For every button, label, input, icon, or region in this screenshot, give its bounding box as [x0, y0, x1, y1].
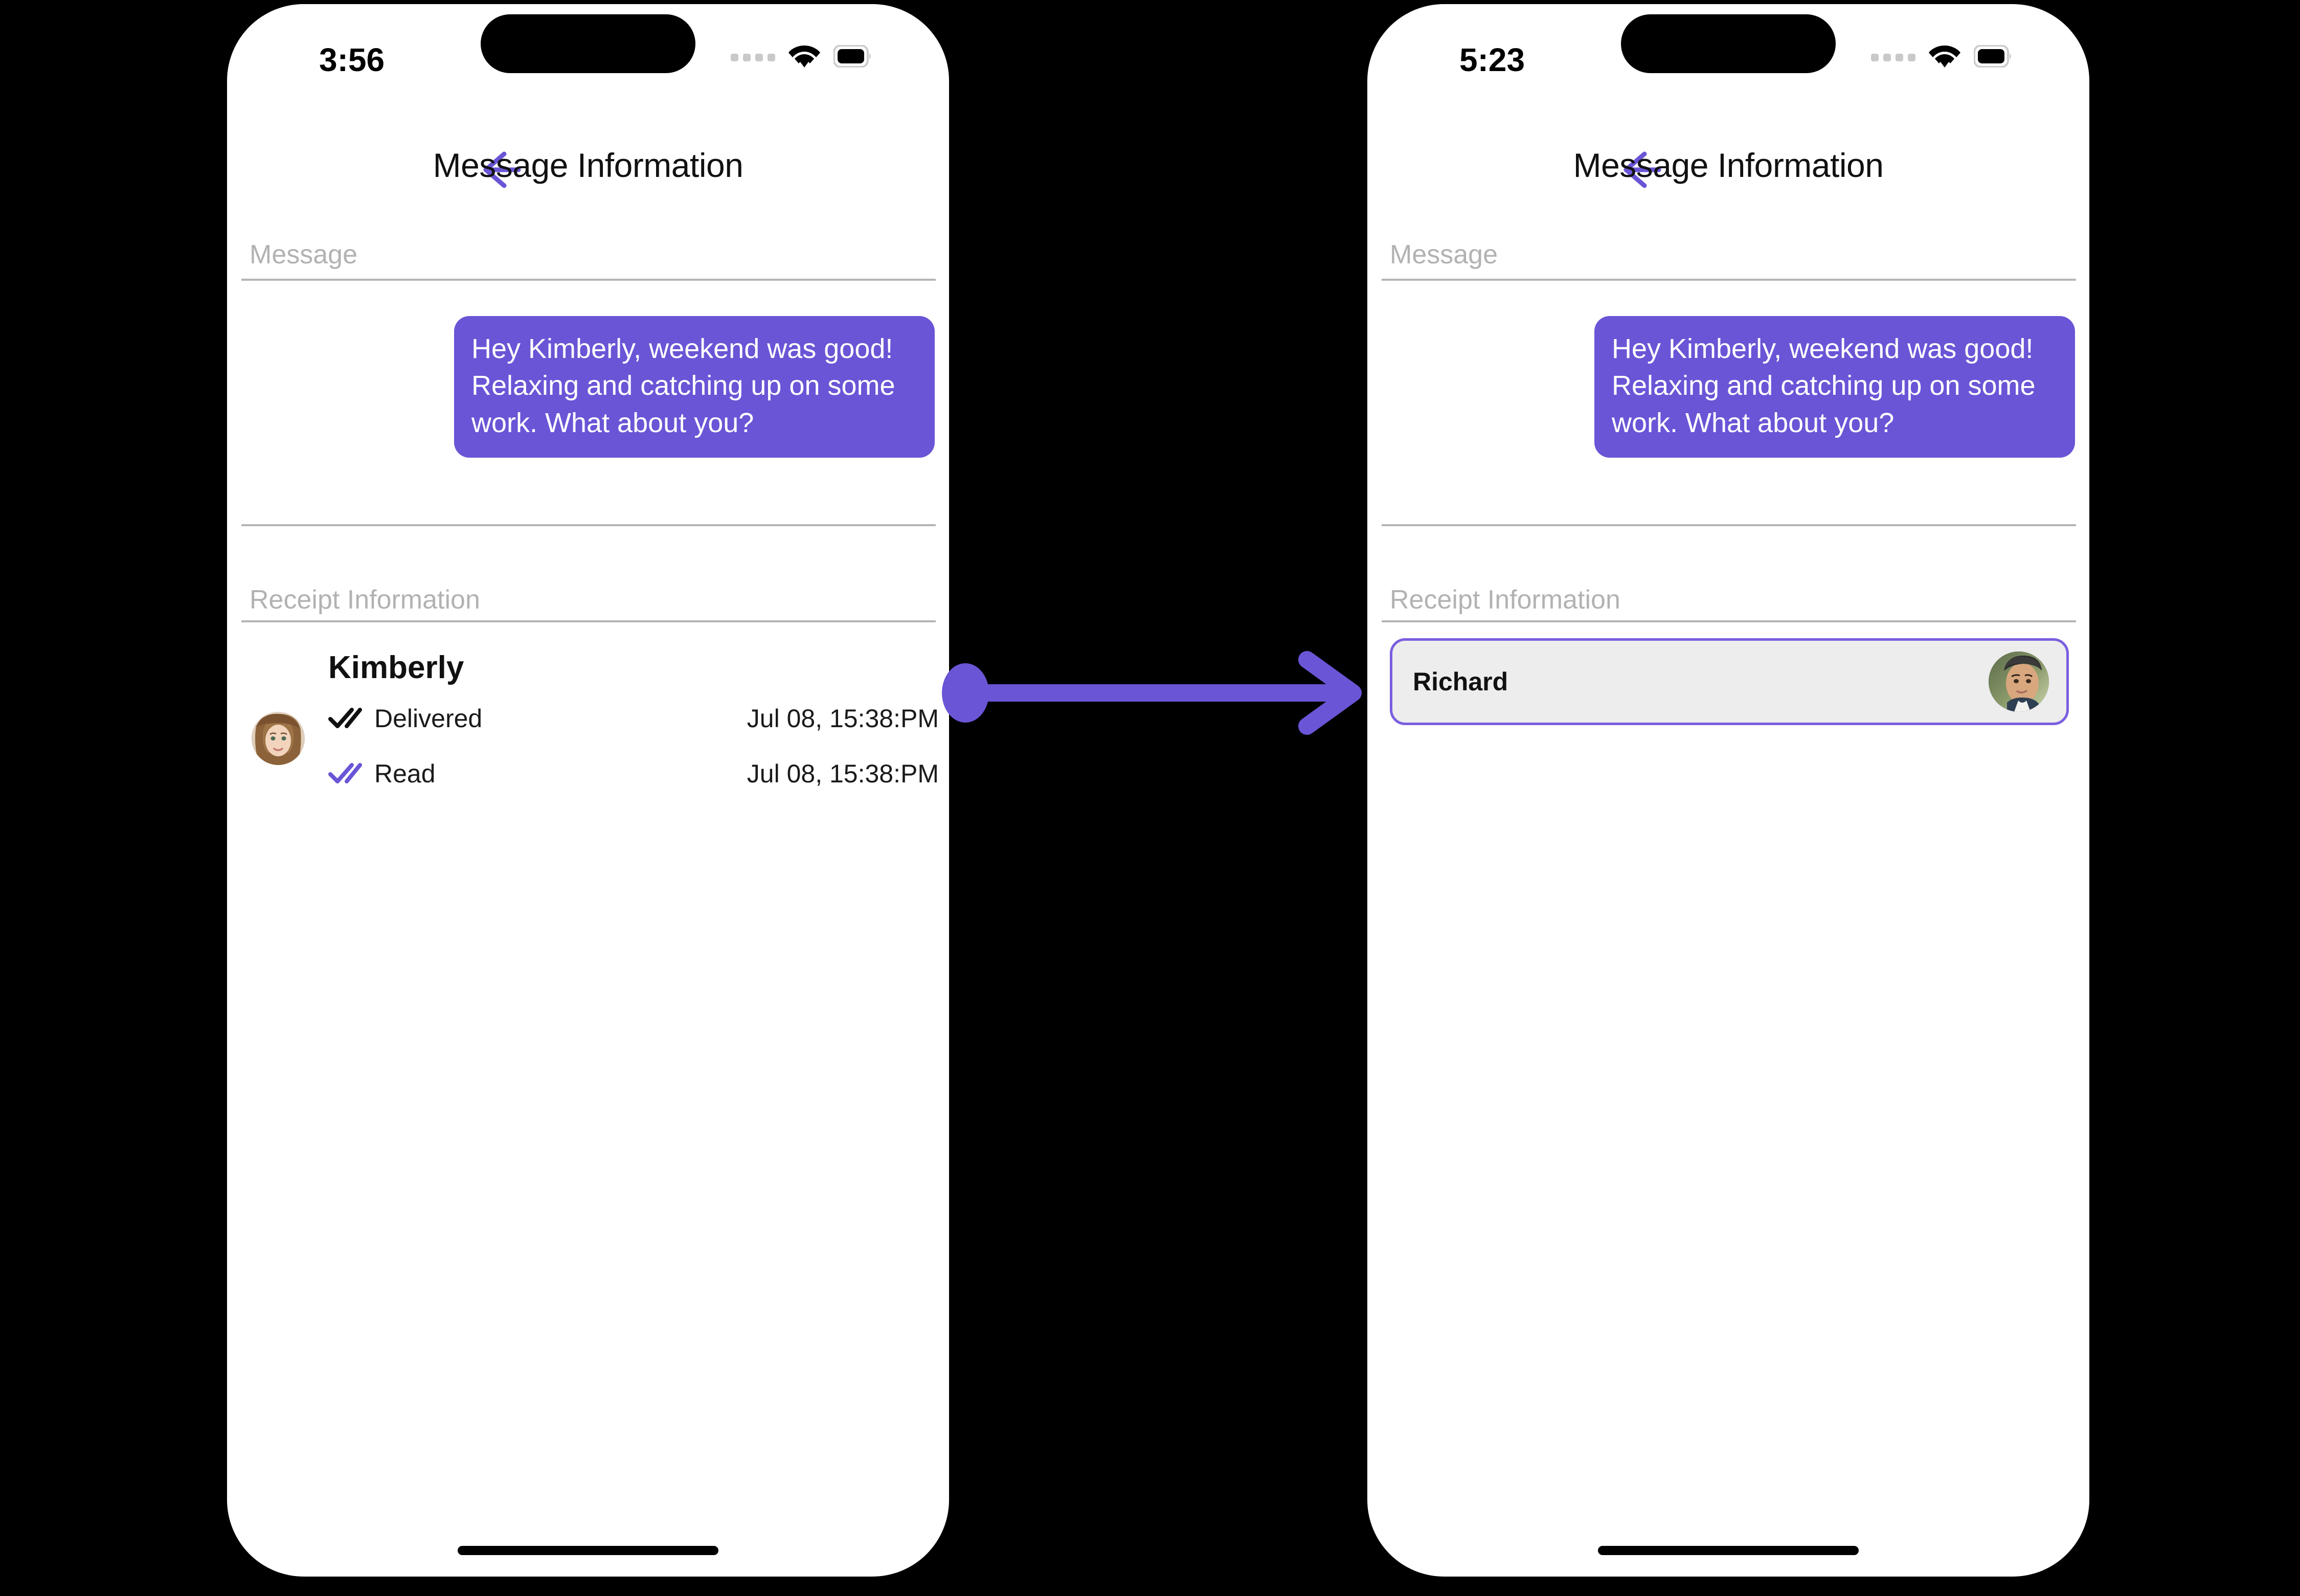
receipt-row-delivered: Delivered Jul 08, 15:38:PM — [328, 704, 939, 733]
status-time: 3:56 — [319, 41, 385, 78]
receipt-person-card-richard[interactable]: Richard — [1390, 638, 2069, 725]
battery-full-icon — [833, 44, 872, 70]
status-indicators — [731, 44, 872, 71]
message-bubble-row: Hey Kimberly, weekend was good! Relaxing… — [1367, 316, 2089, 458]
wifi-icon — [788, 44, 820, 71]
battery-full-icon — [1973, 44, 2013, 70]
page-title: Message Information — [1573, 146, 1884, 184]
message-bubble: Hey Kimberly, weekend was good! Relaxing… — [454, 316, 935, 458]
section-label-message: Message — [1390, 240, 1498, 269]
signal-dots-icon — [1871, 54, 1915, 61]
status-time: 5:23 — [1459, 41, 1525, 78]
home-indicator[interactable] — [1598, 1546, 1859, 1555]
divider-receipt — [241, 620, 936, 622]
divider-after-message — [241, 524, 936, 526]
divider-message — [1382, 279, 2076, 281]
flow-arrow — [941, 649, 1370, 736]
kimberly-avatar — [252, 712, 305, 765]
phone-screen-right: 5:23 Message Information Message Hey Kim… — [1367, 4, 2089, 1577]
signal-dots-icon — [731, 54, 775, 61]
phone-screen-left: 3:56 Message Information Message Hey Kim… — [227, 4, 949, 1577]
person-card-name: Richard — [1413, 667, 1508, 696]
richard-avatar — [1989, 651, 2049, 712]
receipt-status-label: Delivered — [374, 704, 483, 733]
back-arrow-icon[interactable] — [1613, 147, 1669, 193]
divider-message — [241, 279, 936, 281]
receipt-timestamp: Jul 08, 15:38:PM — [747, 704, 939, 733]
divider-receipt — [1382, 620, 2076, 622]
section-label-message: Message — [250, 240, 357, 269]
receipt-status-label: Read — [374, 759, 436, 788]
dynamic-island — [481, 14, 695, 73]
section-label-receipt: Receipt Information — [250, 585, 480, 615]
receipt-contact-name: Kimberly — [328, 650, 464, 685]
nav-bar: Message Information — [227, 134, 949, 211]
wifi-icon — [1929, 44, 1960, 71]
message-bubble-row: Hey Kimberly, weekend was good! Relaxing… — [227, 316, 949, 458]
double-check-icon — [328, 706, 374, 732]
message-bubble: Hey Kimberly, weekend was good! Relaxing… — [1594, 316, 2075, 458]
receipt-list-item[interactable]: Kimberly Delivered Jul 08, 15:38:PM Read… — [227, 649, 949, 803]
receipt-row-read: Read Jul 08, 15:38:PM — [328, 759, 939, 789]
divider-after-message — [1382, 524, 2076, 526]
section-label-receipt: Receipt Information — [1390, 585, 1620, 615]
back-arrow-icon[interactable] — [472, 147, 529, 193]
dynamic-island — [1621, 14, 1836, 73]
home-indicator[interactable] — [458, 1546, 718, 1555]
status-indicators — [1871, 44, 2013, 71]
status-bar: 3:56 — [227, 4, 949, 106]
double-check-icon — [328, 761, 374, 787]
nav-bar: Message Information — [1367, 134, 2089, 211]
page-title: Message Information — [433, 146, 743, 184]
status-bar: 5:23 — [1367, 4, 2089, 106]
receipt-timestamp: Jul 08, 15:38:PM — [747, 759, 939, 788]
